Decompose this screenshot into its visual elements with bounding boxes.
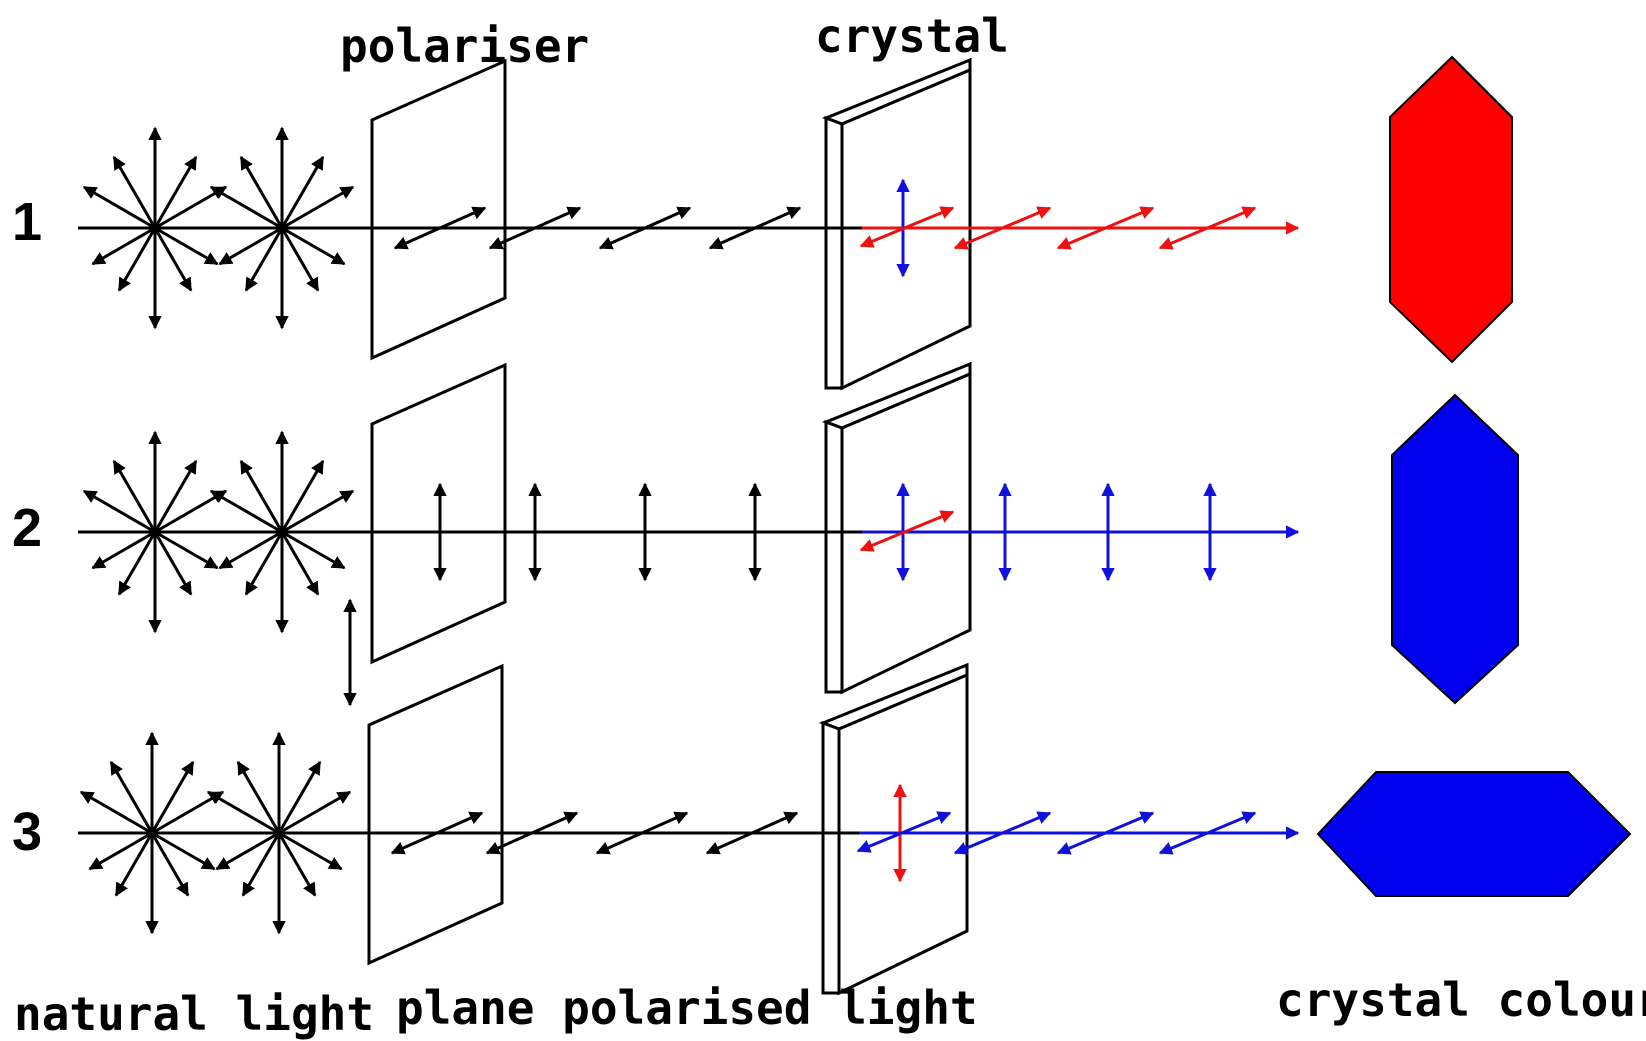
polarised-light-vector — [595, 811, 689, 855]
star-ray — [153, 459, 198, 533]
star-ray — [91, 226, 156, 266]
optical-row-2 — [78, 361, 1300, 695]
star-ray — [281, 226, 346, 266]
crystal-vibration-diagonal — [856, 811, 952, 853]
star-ray — [91, 530, 156, 570]
natural-light-star — [209, 430, 355, 634]
polarised-light-vector — [393, 206, 487, 250]
star-ray — [206, 790, 280, 835]
star-ray — [79, 790, 153, 835]
natural-light-star — [82, 126, 228, 330]
star-ray — [88, 831, 153, 871]
rows-layer — [78, 57, 1300, 996]
star-ray — [151, 831, 216, 871]
optical-row-1 — [78, 57, 1300, 391]
star-ray — [281, 489, 355, 534]
row-number-1: 1 — [12, 192, 42, 252]
star-ray — [278, 831, 343, 871]
star-ray — [241, 832, 281, 897]
star-ray — [280, 227, 320, 292]
crystal-plate-side-2 — [824, 419, 844, 694]
star-ray — [117, 531, 157, 596]
star-ray — [153, 227, 193, 292]
star-ray — [82, 185, 156, 230]
star-ray — [154, 530, 219, 570]
star-ray — [209, 489, 283, 534]
star-ray — [239, 155, 284, 229]
crystal-shape-1 — [1389, 55, 1513, 364]
star-ray — [150, 760, 195, 834]
star-ray — [215, 831, 280, 871]
star-ray — [112, 155, 157, 229]
emerging-light-vector — [1056, 811, 1155, 855]
star-ray — [109, 760, 154, 834]
polarised-light-vector — [390, 811, 484, 855]
crystal-shape-2 — [1391, 393, 1519, 705]
polarised-light-vector — [708, 206, 802, 250]
emerging-light-vector — [953, 811, 1052, 855]
emerging-light-vector — [1158, 206, 1257, 250]
star-ray — [150, 832, 190, 897]
star-ray — [218, 226, 283, 266]
star-ray — [218, 530, 283, 570]
star-ray — [82, 489, 156, 534]
star-ray — [239, 459, 284, 533]
star-ray — [236, 760, 281, 834]
star-ray — [277, 832, 317, 897]
star-ray — [112, 459, 157, 533]
row-number-2: 2 — [12, 498, 42, 558]
star-ray — [117, 227, 157, 292]
crystal-label: crystal — [815, 9, 1009, 63]
star-ray — [280, 155, 325, 229]
star-ray — [153, 531, 193, 596]
natural-light-star — [206, 731, 352, 935]
star-ray — [244, 531, 284, 596]
crystal-plate-side-3 — [821, 720, 841, 995]
emerging-light-vector — [953, 206, 1052, 250]
star-ray — [114, 832, 154, 897]
polarised-light-vector — [488, 206, 582, 250]
natural-light-star — [79, 731, 225, 935]
star-ray — [153, 155, 198, 229]
polarised-light-vector — [705, 811, 799, 855]
natural-light-star — [209, 126, 355, 330]
polariser-label: polariser — [340, 19, 589, 73]
optical-row-3 — [78, 662, 1300, 996]
emerging-light-vector — [1158, 811, 1257, 855]
star-ray — [244, 227, 284, 292]
star-ray — [280, 459, 325, 533]
crystal-plate-side-1 — [824, 115, 844, 390]
polarised-light-vector — [485, 811, 579, 855]
crystal-vibration-diagonal — [859, 206, 955, 248]
row-number-3: 3 — [12, 802, 42, 862]
crystal-vibration-diagonal — [859, 510, 955, 552]
emerging-light-vector — [1056, 206, 1155, 250]
polarised-light-vector — [598, 206, 692, 250]
star-ray — [209, 185, 283, 230]
star-ray — [154, 226, 219, 266]
star-ray — [281, 185, 355, 230]
star-ray — [281, 530, 346, 570]
crystal-shape-3 — [1316, 771, 1632, 897]
star-ray — [278, 790, 352, 835]
plane-polarised-light-label: plane polarised light — [396, 981, 978, 1035]
star-ray — [280, 531, 320, 596]
crystal-colour-label: crystal colour — [1276, 973, 1646, 1027]
natural-light-label: natural light — [14, 987, 374, 1041]
star-ray — [277, 760, 322, 834]
